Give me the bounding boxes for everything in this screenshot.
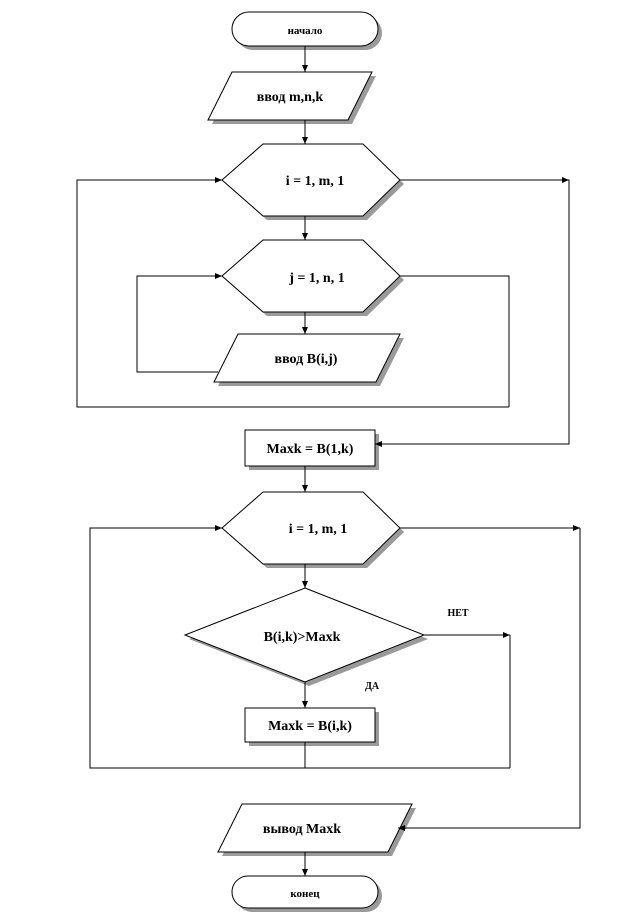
input-mnk-block: ввод m,n,k bbox=[207, 71, 376, 124]
output-max-label: вывод Maxk bbox=[263, 822, 341, 837]
start-label: начало bbox=[288, 25, 323, 37]
input-bij-label: ввод B(i,j) bbox=[275, 352, 338, 367]
end-label: конец bbox=[290, 888, 320, 900]
condition-block: B(i,k)>Maxk bbox=[183, 587, 428, 686]
output-max-block: вывод Maxk bbox=[217, 803, 416, 856]
condition-label: B(i,k)>Maxk bbox=[264, 630, 341, 645]
loop-i-first-label: i = 1, m, 1 bbox=[286, 174, 345, 189]
loop-i2-return-line bbox=[89, 525, 510, 769]
loop-i-return-line bbox=[76, 177, 509, 408]
loop-j-exit-line bbox=[400, 275, 510, 407]
loop-i-exit-line bbox=[375, 179, 570, 447]
init-max-label: Maxk = B(1,k) bbox=[267, 442, 354, 457]
assign-max-label: Maxk = B(i,k) bbox=[268, 719, 352, 734]
branch-yes-label: ДА bbox=[365, 681, 380, 692]
loop-i-second-block: i = 1, m, 1 bbox=[221, 491, 404, 568]
input-mnk-label: ввод m,n,k bbox=[257, 90, 324, 105]
loop-j-label: j = 1, n, 1 bbox=[288, 271, 344, 286]
loop-j-block: j = 1, n, 1 bbox=[221, 239, 404, 316]
loop-i-first-block: i = 1, m, 1 bbox=[221, 143, 404, 220]
init-max-block: Maxk = B(1,k) bbox=[244, 429, 379, 470]
branch-no-label: НЕТ bbox=[447, 608, 468, 619]
loop-j-return-line bbox=[136, 273, 222, 373]
loop-i-second-label: i = 1, m, 1 bbox=[289, 522, 348, 537]
assign-max-block: Maxk = B(i,k) bbox=[244, 707, 379, 746]
loop-i2-exit-to-output-line bbox=[398, 528, 581, 831]
input-bij-block: ввод B(i,j) bbox=[213, 333, 404, 386]
start-terminator: начало bbox=[231, 11, 382, 50]
end-terminator: конец bbox=[231, 875, 382, 912]
